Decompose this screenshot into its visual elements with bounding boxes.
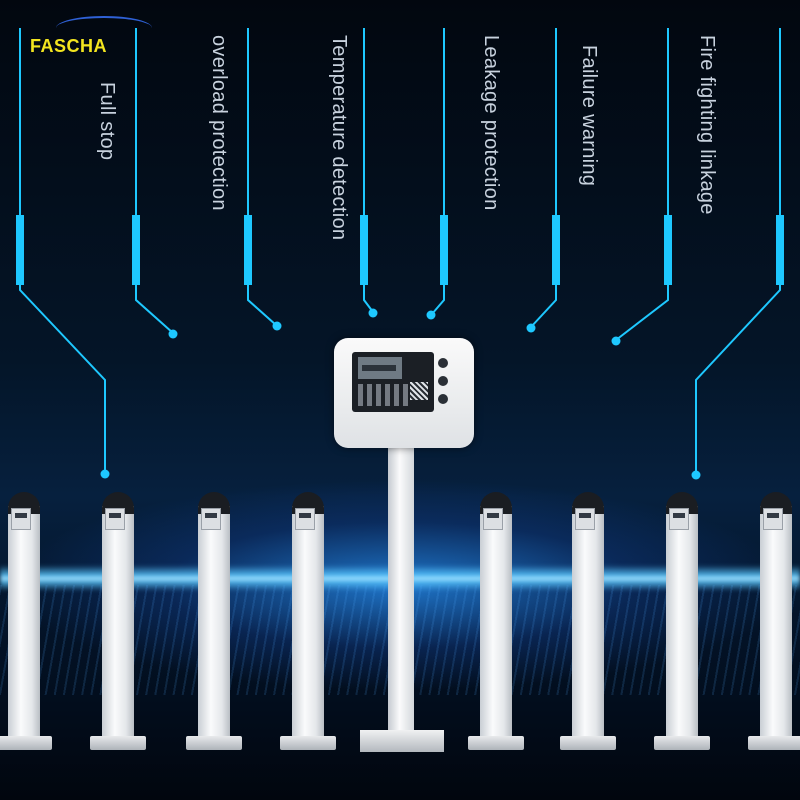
- connector-dot: [526, 323, 536, 333]
- controller-keypad: [358, 384, 408, 406]
- qr-code-icon: [410, 382, 428, 400]
- connector-accent: [132, 215, 140, 285]
- charging-post: [90, 492, 146, 762]
- charging-post: [654, 492, 710, 762]
- connector-dot: [691, 470, 701, 480]
- indicator-light-icon: [438, 394, 448, 404]
- indicator-light-icon: [438, 358, 448, 368]
- controller-lcd: [358, 357, 402, 379]
- connector-line-fire: [615, 28, 669, 341]
- charging-post: [468, 492, 524, 762]
- feature-label-overload: overload protection: [208, 35, 230, 211]
- connector-accent: [664, 215, 672, 285]
- connector-line-temperature: [247, 28, 277, 326]
- connector-line-right: [695, 28, 781, 472]
- charging-post: [280, 492, 336, 762]
- charging-post: [0, 492, 52, 762]
- brand-logo: FASCHA: [30, 36, 108, 56]
- controller-stand-base: [360, 730, 444, 752]
- connector-dot: [426, 310, 436, 320]
- connector-line-leakage: [431, 28, 445, 315]
- connector-dot: [611, 336, 621, 346]
- connector-line-overload: [135, 28, 174, 334]
- charging-post: [560, 492, 616, 762]
- feature-label-leakage: Leakage protection: [480, 35, 502, 211]
- connector-dot: [168, 329, 178, 339]
- controller-screen: [352, 352, 434, 412]
- charging-post: [186, 492, 242, 762]
- feature-label-fire: Fire fighting linkage: [696, 35, 718, 215]
- connector-dot: [272, 321, 282, 331]
- connector-line-failure: [530, 28, 557, 328]
- charging-post: [748, 492, 800, 762]
- feature-label-full-stop: Full stop: [96, 82, 118, 161]
- connector-accent: [16, 215, 24, 285]
- feature-label-failure: Failure warning: [578, 45, 600, 187]
- connector-accent: [552, 215, 560, 285]
- indicator-light-icon: [438, 376, 448, 386]
- connector-dot: [368, 308, 378, 318]
- connector-accent: [244, 215, 252, 285]
- connector-accent: [440, 215, 448, 285]
- charging-controller-icon: [334, 338, 474, 448]
- connector-accent: [776, 215, 784, 285]
- logo-car-arc-icon: [56, 16, 152, 40]
- connector-dot: [100, 469, 110, 479]
- connector-accent: [360, 215, 368, 285]
- controller-stand: [388, 440, 414, 740]
- feature-label-temperature: Temperature detection: [328, 35, 350, 241]
- connector-line-full-stop: [19, 28, 106, 470]
- connector-line-temperature-2: [363, 28, 374, 313]
